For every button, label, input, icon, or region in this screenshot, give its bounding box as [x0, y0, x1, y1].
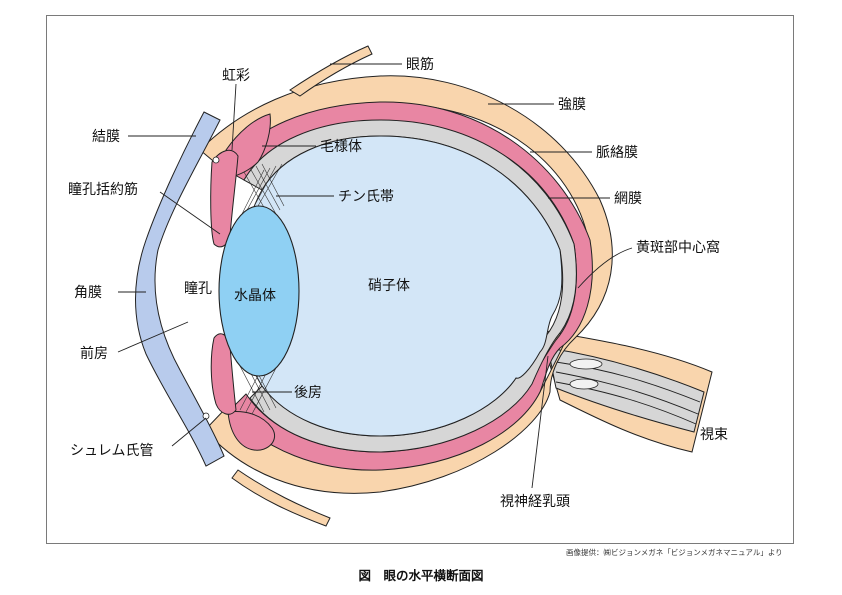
- schlemm-canal-lower-icon: [202, 412, 210, 420]
- label-vitreous: 硝子体: [368, 278, 410, 294]
- label-fovea: 黄斑部中心窩: [636, 239, 720, 256]
- leader-iris: [231, 83, 237, 151]
- schlemm-canal-upper-icon: [212, 156, 220, 164]
- label-pupil-sphincter: 瞳孔括約筋: [68, 181, 138, 198]
- cornea: [135, 111, 225, 467]
- leader-schlemm-canal: [171, 417, 207, 447]
- central-retinal-vessel-1: [569, 358, 603, 370]
- label-ciliary-body: 毛様体: [320, 139, 362, 155]
- zonule-fibers-upper: [241, 163, 285, 219]
- label-eye-muscle: 眼筋: [406, 56, 434, 73]
- eye-muscle-strip: [289, 45, 373, 97]
- image-credit: 画像提供：㈱ビジョンメガネ「ビジョンメガネマニュアル」より: [566, 548, 783, 557]
- label-anterior-chamber: 前房: [80, 345, 108, 362]
- label-optic-disc: 視神経乳頭: [500, 494, 570, 510]
- leader-pupil-sphincter: [159, 191, 221, 235]
- label-conjunctiva: 結膜: [92, 129, 120, 145]
- leader-fovea: [577, 247, 633, 289]
- eye-muscle-strip-lower: [231, 469, 331, 527]
- label-lens: 水晶体: [234, 288, 276, 304]
- label-posterior-chamber: 後房: [294, 385, 322, 401]
- label-sclera: 強膜: [558, 97, 586, 113]
- label-iris: 虹彩: [222, 68, 250, 84]
- label-pupil: 瞳孔: [184, 280, 212, 297]
- label-cornea: 角膜: [74, 285, 102, 301]
- label-choroid: 脈絡膜: [596, 145, 638, 161]
- optic-nerve-fiber-2: [555, 371, 699, 415]
- leader-optic-disc: [531, 355, 549, 489]
- leader-anterior-chamber: [117, 321, 189, 353]
- label-retina: 網膜: [614, 191, 642, 207]
- label-zonule: チン氏帯: [338, 189, 394, 205]
- figure-frame: [46, 15, 794, 544]
- lens: [218, 205, 300, 377]
- label-schlemm-canal: シュレム氏管: [70, 443, 153, 459]
- central-retinal-vessel-2: [569, 378, 599, 390]
- sclera-shell: [199, 75, 613, 494]
- label-optic-nerve: 視束: [700, 427, 728, 443]
- figure-caption: 図 眼の水平横断面図: [358, 568, 484, 583]
